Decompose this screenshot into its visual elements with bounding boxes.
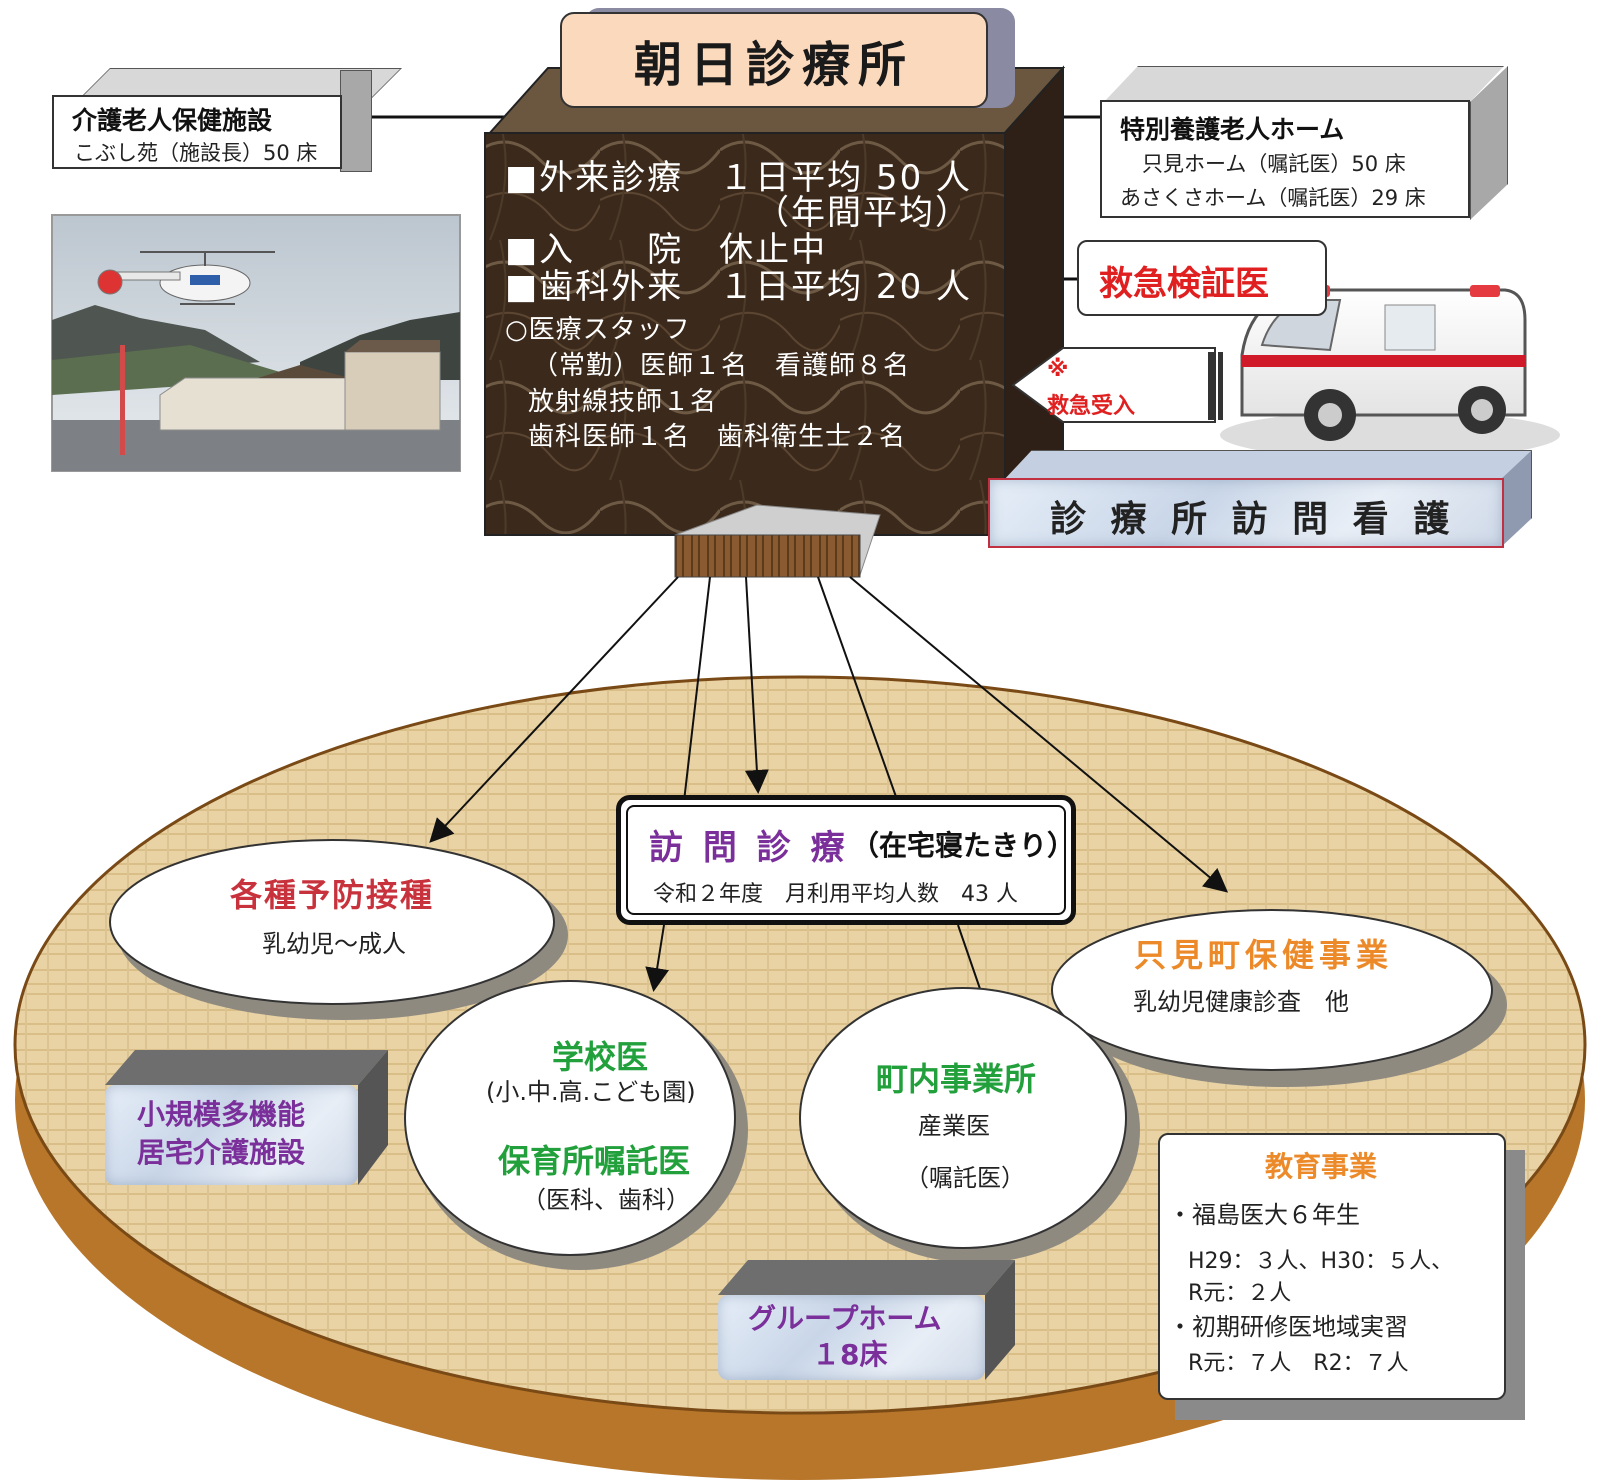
home-nursing-block: 診 療 所 訪 問 看 護 xyxy=(988,478,1504,548)
home-visit-sub: 令和２年度 月利用平均人数 43 人 xyxy=(653,882,1018,907)
clinic-title: 朝日診療所 xyxy=(633,37,914,93)
emergency-mark: ※ xyxy=(1047,357,1069,382)
ambulance-image xyxy=(1220,285,1560,459)
group-home-block: グループホーム １8床 xyxy=(718,1295,985,1380)
staff-line-2: 放射線技師１名 xyxy=(528,387,718,417)
education-item-2-detail: R元：７人 R2：７人 xyxy=(1188,1351,1409,1376)
home-visit-box: 訪 問 診 療 （在宅寝たきり） 令和２年度 月利用平均人数 43 人 xyxy=(616,795,1076,925)
business-title: 町内事業所 xyxy=(876,1060,1037,1098)
nursing-facility-sub: こぶし苑（施設長）50 床 xyxy=(74,141,318,165)
education-box: 教育事業 ・福島医大６年生 H29：３人、H30：５人、 R元：２人 ・初期研修… xyxy=(1158,1133,1506,1400)
business-sub: 産業医 xyxy=(918,1112,990,1140)
clinic-title-box: 朝日診療所 xyxy=(560,12,988,108)
education-item-2: ・初期研修医地域実習 xyxy=(1168,1313,1408,1341)
emergency-reception-label: 救急受入 xyxy=(1047,394,1136,419)
group-home-line-1: グループホーム xyxy=(748,1302,942,1335)
helicopter-photo xyxy=(51,214,461,472)
emergency-verification-box: 救急検証医 xyxy=(1077,240,1327,316)
town-health-ellipse xyxy=(1051,909,1493,1071)
emergency-arrow xyxy=(1011,347,1216,423)
education-item-1-detail-1: H29：３人、H30：５人、 xyxy=(1188,1249,1454,1274)
small-care-block: 小規模多機能 居宅介護施設 xyxy=(105,1085,358,1185)
home-visit-title-suffix: （在宅寝たきり） xyxy=(851,829,1076,862)
emergency-verification-label: 救急検証医 xyxy=(1099,264,1269,304)
education-item-1-detail-2: R元：２人 xyxy=(1188,1281,1292,1306)
education-item-1: ・福島医大６年生 xyxy=(1168,1201,1360,1229)
special-home-line-1: 只見ホーム（嘱託医）50 床 xyxy=(1142,152,1406,176)
small-care-line-1: 小規模多機能 xyxy=(137,1098,306,1131)
nursing-facility-title: 介護老人保健施設 xyxy=(72,106,273,135)
inpatient-line: ■入 院 休止中 xyxy=(505,230,828,270)
annual-average-note: （年間平均） xyxy=(755,193,971,233)
vaccination-title: 各種予防接種 xyxy=(230,876,435,914)
special-home-box: 特別養護老人ホーム 只見ホーム（嘱託医）50 床 あさくさホーム（嘱託医）29 … xyxy=(1100,100,1470,218)
town-health-sub: 乳幼児健康診査 他 xyxy=(1133,988,1349,1016)
vaccination-sub: 乳幼児〜成人 xyxy=(262,930,406,958)
school-ellipse xyxy=(404,980,736,1256)
nursery-doctor-sub: （医科、歯科） xyxy=(522,1186,690,1214)
staff-line-1: （常勤）医師１名 看護師８名 xyxy=(532,351,911,381)
home-visit-title: 訪 問 診 療 xyxy=(649,828,849,868)
nursery-doctor-title: 保育所嘱託医 xyxy=(498,1142,691,1180)
home-nursing-label: 診 療 所 訪 問 看 護 xyxy=(1050,499,1456,540)
nursing-facility-box: 介護老人保健施設 こぶし苑（施設長）50 床 xyxy=(52,95,342,169)
small-care-line-2: 居宅介護施設 xyxy=(137,1136,306,1169)
staff-heading: ○医療スタッフ xyxy=(505,315,691,345)
special-home-line-2: あさくさホーム（嘱託医）29 床 xyxy=(1120,186,1426,210)
business-ellipse xyxy=(799,987,1127,1249)
outpatient-line: ■外来診療 １日平均 50 人 xyxy=(505,158,973,198)
town-health-title: 只見町保健事業 xyxy=(1134,936,1394,974)
school-doctor-sub: (小.中.高.こども園) xyxy=(486,1078,696,1106)
vaccination-ellipse xyxy=(109,839,555,1005)
education-title: 教育事業 xyxy=(1265,1150,1378,1183)
group-home-line-2: １8床 xyxy=(812,1338,888,1371)
dental-line: ■歯科外来 １日平均 20 人 xyxy=(505,267,973,307)
school-doctor-title: 学校医 xyxy=(552,1038,649,1076)
special-home-title: 特別養護老人ホーム xyxy=(1120,115,1345,144)
staff-line-3: 歯科医師１名 歯科衛生士２名 xyxy=(528,422,907,452)
business-sub2: （嘱託医） xyxy=(905,1164,1025,1192)
